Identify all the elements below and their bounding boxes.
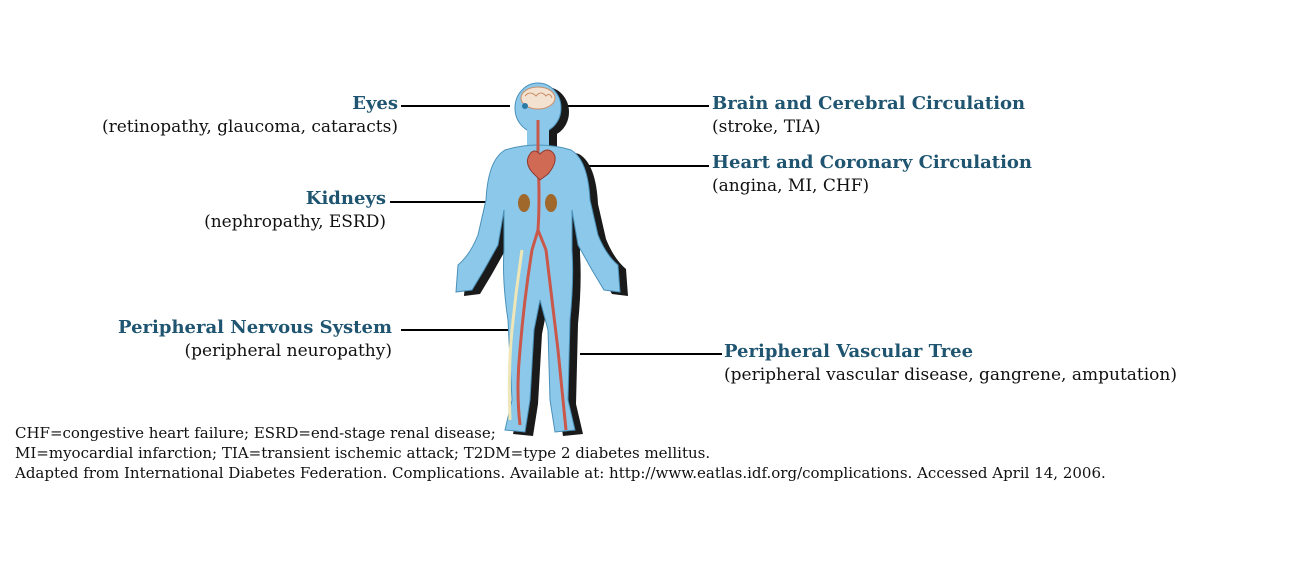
kidney-left-icon	[518, 194, 530, 212]
vascular-tree-title: Peripheral Vascular Tree	[724, 341, 974, 362]
vascular-tree-sub: (peripheral vascular disease, gangrene, …	[724, 365, 1177, 385]
label-nervous-system: Peripheral Nervous System (peripheral ne…	[118, 317, 392, 363]
artery-icon	[516, 120, 568, 431]
footnote-line-1: CHF=congestive heart failure; ESRD=end-s…	[15, 424, 496, 442]
heart-title: Heart and Coronary Circulation	[712, 152, 1033, 173]
kidneys-title: Kidneys	[305, 188, 386, 209]
label-vascular-tree: Peripheral Vascular Tree (peripheral vas…	[724, 341, 1177, 387]
eyes-title: Eyes	[352, 93, 398, 114]
nerve-icon	[507, 249, 524, 421]
kidney-right-icon	[545, 194, 557, 212]
eye-icon	[522, 103, 528, 109]
label-brain: Brain and Cerebral Circulation (stroke, …	[712, 93, 1025, 139]
heart-icon	[526, 149, 556, 181]
heart-sub: (angina, MI, CHF)	[712, 176, 870, 196]
kidneys-sub: (nephropathy, ESRD)	[204, 212, 386, 232]
brain-icon	[520, 86, 556, 110]
eyes-sub: (retinopathy, glaucoma, cataracts)	[101, 117, 398, 137]
footnote-line-2: MI=myocardial infarction; TIA=transient …	[15, 444, 711, 462]
footnotes: CHF=congestive heart failure; ESRD=end-s…	[15, 423, 1106, 483]
label-heart: Heart and Coronary Circulation (angina, …	[712, 152, 1032, 198]
brain-folds	[524, 92, 553, 99]
label-kidneys: Kidneys (nephropathy, ESRD)	[204, 188, 386, 234]
label-eyes: Eyes (retinopathy, glaucoma, cataracts)	[102, 93, 398, 139]
nervous-system-sub: (peripheral neuropathy)	[184, 341, 393, 361]
footnote-line-3: Adapted from International Diabetes Fede…	[15, 464, 1106, 482]
brain-title: Brain and Cerebral Circulation	[712, 93, 1026, 114]
nervous-system-title: Peripheral Nervous System	[118, 317, 392, 338]
brain-sub: (stroke, TIA)	[712, 117, 821, 137]
